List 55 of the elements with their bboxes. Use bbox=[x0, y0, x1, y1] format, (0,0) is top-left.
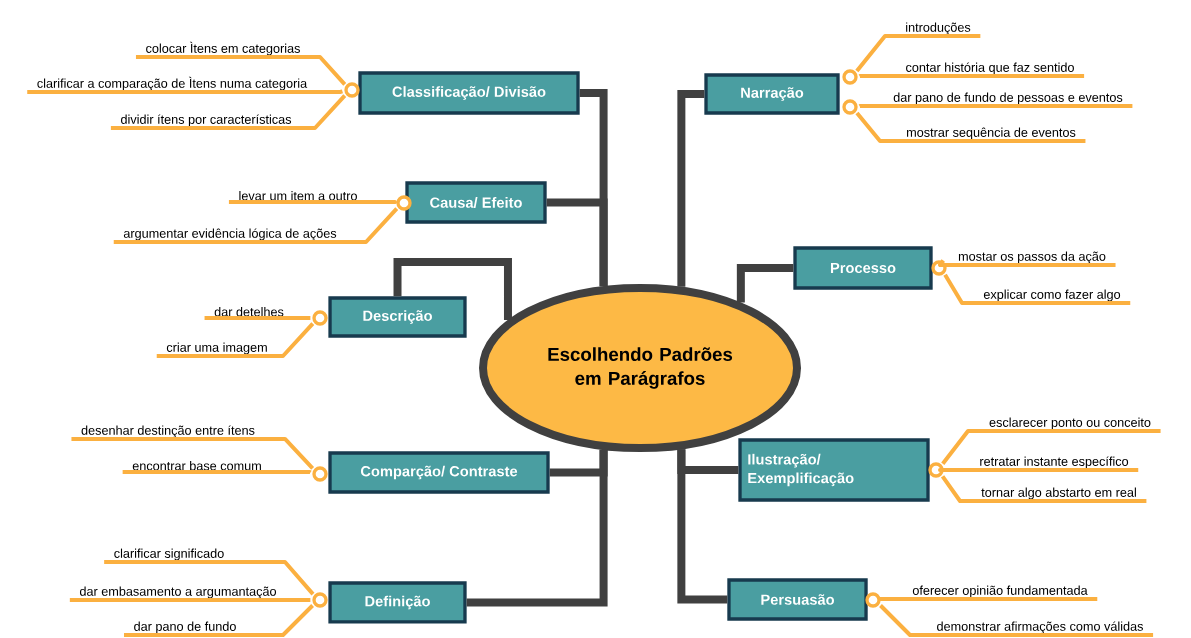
topic-box: Persuasão bbox=[727, 578, 881, 621]
topic-box: Ilustração/ Exemplificação bbox=[738, 438, 944, 502]
branch-text: contar história que faz sentido bbox=[906, 62, 1074, 75]
topic-box: Classificação/ Divisão bbox=[344, 71, 580, 115]
branch-line bbox=[938, 468, 1139, 472]
branch-line bbox=[69, 598, 311, 602]
branch-text: mostar os passos da ação bbox=[958, 251, 1106, 264]
topic-box: Causa/ Efeito bbox=[396, 181, 547, 224]
branch-text: encontrar base comum bbox=[132, 461, 261, 471]
branch-line bbox=[938, 259, 1116, 267]
branch-text: explicar como fazer algo bbox=[983, 289, 1121, 302]
branch-text: retratar instante específico bbox=[980, 456, 1129, 469]
topic-box: Comparção/ Contraste bbox=[312, 451, 550, 494]
topic-box: Descrição bbox=[312, 296, 467, 338]
branch-text: dar pano de fundo bbox=[134, 621, 236, 634]
branch-text: dar detelhes bbox=[214, 307, 284, 317]
branch-text: desenhar destinção entre ítens bbox=[81, 425, 255, 438]
branch-line bbox=[878, 596, 1098, 601]
branch-line bbox=[855, 34, 981, 73]
branch-text: colocar Ìtens em categorias bbox=[146, 41, 300, 56]
branch-text: tornar algo abstarto em real bbox=[981, 487, 1136, 500]
branch-text: dividir ítens por características bbox=[121, 114, 292, 127]
branch-text: demonstrar afirmações como válidas bbox=[937, 621, 1143, 634]
branch-line bbox=[858, 104, 1133, 109]
branch-text: mostrar sequência de eventos bbox=[907, 127, 1076, 140]
branch-line bbox=[124, 604, 314, 637]
topic-box: Processo bbox=[793, 246, 947, 290]
branch-text: dar embasamento a argumantação bbox=[79, 586, 277, 599]
branch-line bbox=[228, 200, 397, 205]
branch-line bbox=[204, 316, 311, 320]
branch-line bbox=[943, 273, 1131, 305]
branch-line bbox=[156, 322, 315, 358]
branch-line bbox=[135, 55, 347, 86]
branch-line bbox=[104, 560, 315, 596]
branch-text: levar um item a outro bbox=[239, 191, 357, 201]
branch-line bbox=[941, 429, 1161, 465]
branch-line bbox=[855, 111, 1086, 143]
branch-text: oferecer opinião fundamentada bbox=[912, 585, 1088, 598]
branch-line bbox=[110, 94, 347, 130]
branch-line bbox=[27, 89, 343, 94]
branch-line bbox=[858, 74, 1085, 79]
branch-text: argumentar evidência lógica de ações bbox=[123, 228, 337, 241]
branch-text: clarificar a comparação de Ìtens numa categoria bbox=[37, 76, 308, 91]
branch-text: introduções bbox=[906, 22, 971, 35]
branch-text: dar pano de fundo de pessoas e eventos bbox=[893, 92, 1123, 105]
branch-text: esclarecer ponto ou conceito bbox=[989, 417, 1151, 430]
branch-line bbox=[940, 475, 1147, 503]
topic-box: Definição bbox=[312, 581, 467, 624]
branch-line bbox=[879, 604, 1154, 637]
branch-text: clarificar significado bbox=[114, 548, 224, 561]
branch-line bbox=[122, 470, 312, 475]
branch-line bbox=[113, 207, 399, 244]
branch-text: criar uma imagem bbox=[166, 342, 267, 355]
branch-line bbox=[71, 437, 315, 470]
topic-box: Narração bbox=[704, 69, 858, 115]
